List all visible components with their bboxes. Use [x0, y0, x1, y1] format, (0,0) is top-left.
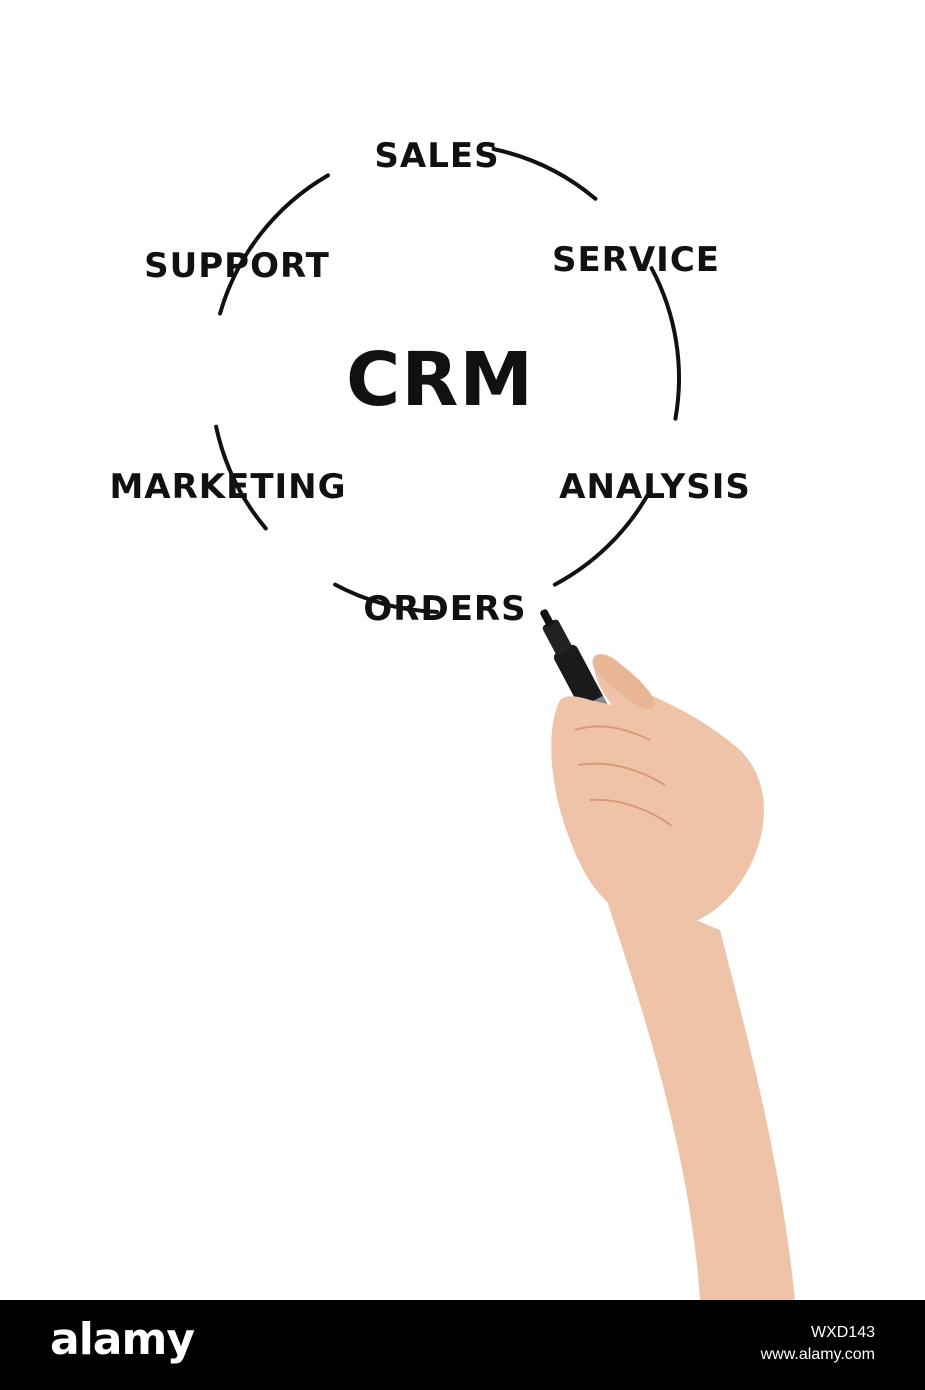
cycle-arc-6: [218, 173, 330, 316]
brand-logo: alamy: [50, 1314, 195, 1365]
cycle-arc-2: [649, 266, 681, 421]
node-label-marketing: MARKETING: [109, 467, 346, 507]
cycle-arc-5: [214, 424, 268, 531]
node-label-orders: ORDERS: [363, 589, 526, 629]
center-label: CRM: [346, 337, 534, 423]
node-label-service: SERVICE: [552, 240, 720, 280]
cycle-arc-1: [491, 147, 598, 201]
watermark-footer: alamy WXD143 www.alamy.com: [0, 1300, 925, 1390]
hand-with-marker-illustration: [540, 609, 795, 1300]
image-id: WXD143: [810, 1324, 875, 1341]
crm-cycle-diagram: CRM SALES SERVICE ANALYSIS ORDERS MARKET…: [109, 136, 795, 1300]
node-label-support: SUPPORT: [144, 246, 330, 286]
site-url: www.alamy.com: [760, 1346, 875, 1363]
node-label-analysis: ANALYSIS: [559, 467, 751, 507]
cycle-arc-3: [552, 493, 650, 587]
cycle-arcs: [214, 147, 681, 614]
node-label-sales: SALES: [374, 136, 499, 176]
cycle-arc-4: [333, 582, 439, 614]
diagram-canvas: CRM SALES SERVICE ANALYSIS ORDERS MARKET…: [109, 136, 795, 1300]
